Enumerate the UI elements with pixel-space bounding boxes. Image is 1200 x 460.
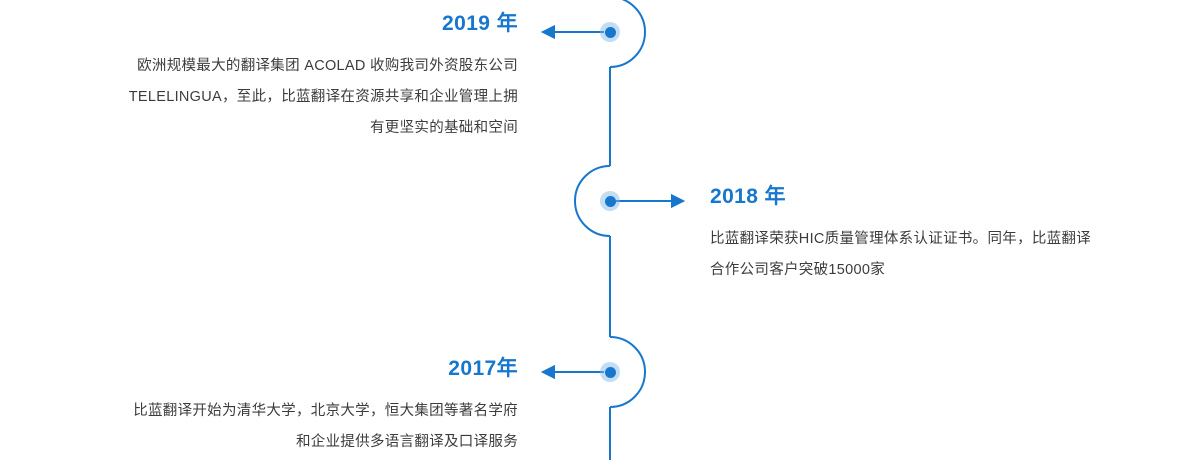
timeline-body-line: 比蓝翻译开始为清华大学，北京大学，恒大集团等著名学府	[133, 403, 518, 420]
timeline-year-label-2019: 2019 年	[442, 12, 518, 35]
arrowhead-right-2018	[671, 193, 686, 209]
timeline-year-label-2018: 2018 年	[710, 185, 786, 208]
timeline-body-line: 比蓝翻译荣获HIC质量管理体系认证证书。同年，比蓝翻译	[710, 231, 1092, 248]
timeline-body-2019: 欧洲规模最大的翻译集团 ACOLAD 收购我司外资股东公司 TELELINGUA…	[18, 51, 518, 144]
timeline-body-line: 和企业提供多语言翻译及口译服务	[296, 434, 518, 451]
timeline-body-2018: 比蓝翻译荣获HIC质量管理体系认证证书。同年，比蓝翻译 合作公司客户突破1500…	[710, 224, 1200, 286]
timeline-body-line: TELELINGUA，至此，比蓝翻译在资源共享和企业管理上拥	[128, 89, 518, 106]
timeline-node-dot-2018[interactable]	[600, 191, 620, 211]
timeline-year-label-2017: 2017年	[448, 357, 518, 380]
arrowhead-left-2017	[540, 364, 555, 380]
timeline-node-dot-2019[interactable]	[600, 22, 620, 42]
timeline-entry-2019: 2019 年 欧洲规模最大的翻译集团 ACOLAD 收购我司外资股东公司 TEL…	[18, 12, 518, 144]
arrowhead-left-2019	[540, 24, 555, 40]
timeline-body-line: 合作公司客户突破15000家	[710, 262, 886, 279]
timeline-entry-2017: 2017年 比蓝翻译开始为清华大学，北京大学，恒大集团等著名学府 和企业提供多语…	[18, 357, 518, 458]
timeline-body-2017: 比蓝翻译开始为清华大学，北京大学，恒大集团等著名学府 和企业提供多语言翻译及口译…	[18, 396, 518, 458]
timeline-node-dot-2017[interactable]	[600, 362, 620, 382]
timeline-body-line: 有更坚实的基础和空间	[370, 120, 518, 137]
timeline-body-line: 欧洲规模最大的翻译集团 ACOLAD 收购我司外资股东公司	[137, 58, 518, 75]
timeline-entry-2018: 2018 年 比蓝翻译荣获HIC质量管理体系认证证书。同年，比蓝翻译 合作公司客…	[710, 185, 1200, 286]
